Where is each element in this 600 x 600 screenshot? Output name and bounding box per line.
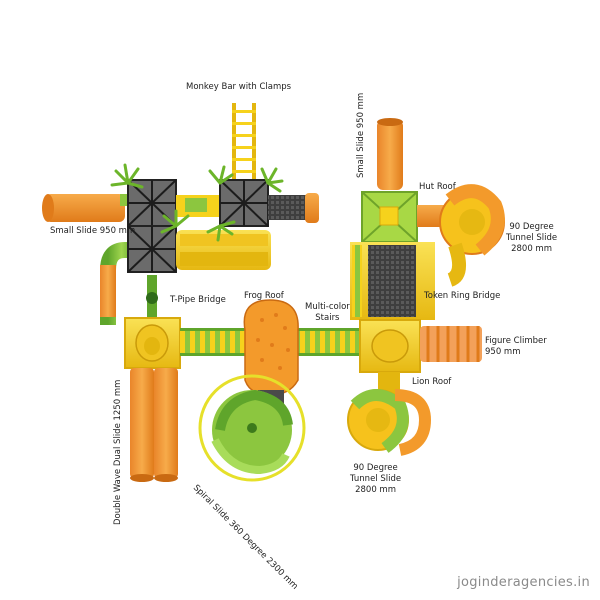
watermark: joginderagencies.in <box>457 575 590 590</box>
label-lion-roof: Lion Roof <box>412 377 452 387</box>
palm-decorations <box>110 163 284 242</box>
small-slide-left <box>42 194 125 222</box>
double-wave-slide <box>130 368 178 482</box>
label-small-slide-top: Small Slide 950 mm <box>356 92 366 178</box>
label-token-ring-bridge: Token Ring Bridge <box>424 291 501 301</box>
tunnel-bottom-line1: 90 Degree <box>353 463 398 473</box>
label-monkey-bar: Monkey Bar with Clamps <box>186 82 292 92</box>
tunnel-slide-top <box>417 184 505 287</box>
tunnel-slide-bottom <box>347 389 432 456</box>
spiral-slide <box>198 374 306 482</box>
climber-line1: Figure Climber <box>485 336 547 346</box>
right-lion-deck <box>359 319 421 400</box>
tunnel-bottom-line3: 2800 mm <box>355 485 396 495</box>
small-slide-top <box>377 118 403 190</box>
left-lion-deck <box>124 317 181 369</box>
tunnel-bottom-line2: Tunnel Slide <box>350 474 402 484</box>
label-double-wave-slide: Double Wave Dual Slide 1250 mm <box>113 379 123 525</box>
stairs-line1: Multi-color <box>305 302 350 312</box>
top-left-decks <box>127 179 319 273</box>
label-figure-climber: Figure Climber 950 mm <box>485 336 547 358</box>
monkey-bar-ladder <box>232 103 256 185</box>
climber-line2: 950 mm <box>485 347 521 357</box>
label-hut-roof: Hut Roof <box>419 182 456 192</box>
label-tunnel-slide-bottom: 90 Degree Tunnel Slide 2800 mm <box>350 463 401 496</box>
tunnel-top-line1: 90 Degree <box>509 222 554 232</box>
label-frog-roof: Frog Roof <box>244 291 284 301</box>
token-ring-bridge <box>350 242 435 320</box>
label-t-pipe-bridge: T-Pipe Bridge <box>170 295 226 305</box>
tunnel-top-line2: Tunnel Slide <box>506 233 558 243</box>
label-small-slide-left: Small Slide 950 mm <box>50 226 136 236</box>
label-multicolor-stairs: Multi-color Stairs <box>305 302 350 324</box>
tunnel-top-line3: 2800 mm <box>511 244 552 254</box>
stairs-line2: Stairs <box>315 313 340 323</box>
label-tunnel-slide-top: 90 Degree Tunnel Slide 2800 mm <box>506 222 557 255</box>
hut-roof <box>361 191 418 243</box>
figure-climber <box>420 326 482 362</box>
